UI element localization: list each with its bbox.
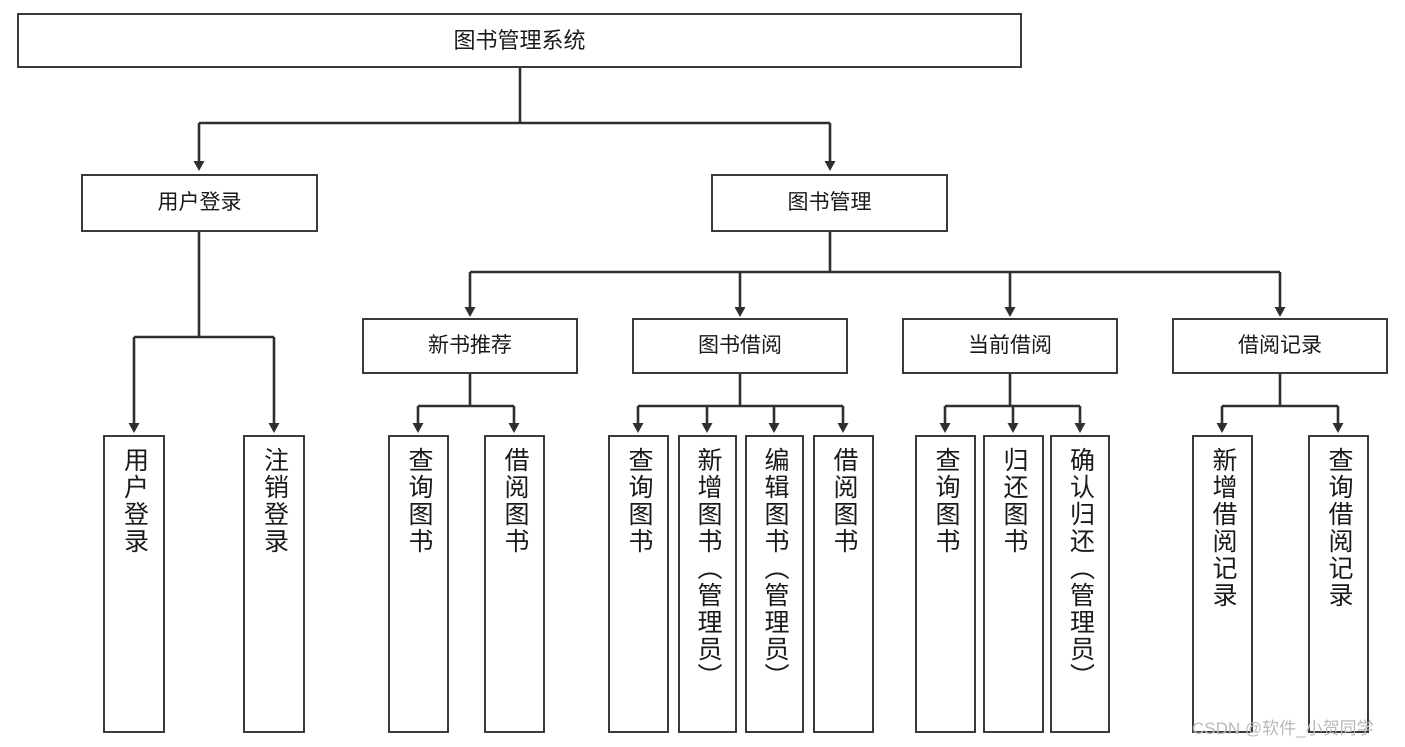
node-label: 图书管理系统	[453, 27, 586, 53]
node-label: 归还图书	[1000, 447, 1028, 555]
csdn-watermark: CSDN @软件_小贺同学	[1192, 719, 1374, 738]
node-new-book-recommend[interactable]: 新书推荐	[362, 318, 578, 374]
node-label: 新增借阅记录	[1209, 447, 1237, 609]
node-book-management[interactable]: 图书管理	[711, 174, 948, 232]
node-label: 借阅记录	[1238, 333, 1322, 357]
leaf-borrow-book-recommend[interactable]: 借阅图书	[484, 435, 545, 733]
node-label: 图书借阅	[698, 333, 782, 357]
leaf-return-book[interactable]: 归还图书	[983, 435, 1044, 733]
leaf-add-borrow-record[interactable]: 新增借阅记录	[1192, 435, 1253, 733]
node-label: 编辑图书（管理员）	[761, 447, 789, 690]
node-label: 查询图书	[405, 447, 433, 555]
node-label: 用户登录	[120, 447, 149, 555]
leaf-query-borrow-record[interactable]: 查询借阅记录	[1308, 435, 1369, 733]
leaf-logout-login[interactable]: 注销登录	[243, 435, 305, 733]
node-label: 借阅图书	[830, 447, 858, 555]
node-label: 注销登录	[260, 447, 289, 555]
node-label: 查询图书	[625, 447, 653, 555]
leaf-confirm-return-admin[interactable]: 确认归还（管理员）	[1050, 435, 1110, 733]
node-book-borrow[interactable]: 图书借阅	[632, 318, 848, 374]
leaf-query-book-borrow[interactable]: 查询图书	[608, 435, 669, 733]
node-label: 新书推荐	[428, 333, 512, 357]
node-label: 查询借阅记录	[1325, 447, 1353, 609]
node-user-login[interactable]: 用户登录	[81, 174, 318, 232]
node-label: 查询图书	[932, 447, 960, 555]
node-label: 确认归还（管理员）	[1066, 447, 1095, 690]
node-current-borrow[interactable]: 当前借阅	[902, 318, 1118, 374]
node-label: 当前借阅	[968, 333, 1052, 357]
leaf-user-login[interactable]: 用户登录	[103, 435, 165, 733]
leaf-borrow-book[interactable]: 借阅图书	[813, 435, 874, 733]
leaf-query-book-current[interactable]: 查询图书	[915, 435, 976, 733]
node-label: 图书管理	[787, 190, 872, 214]
leaf-add-book-admin[interactable]: 新增图书（管理员）	[678, 435, 737, 733]
node-label: 借阅图书	[501, 447, 529, 555]
node-label: 新增图书（管理员）	[694, 447, 722, 690]
leaf-query-book-recommend[interactable]: 查询图书	[388, 435, 449, 733]
node-borrow-record[interactable]: 借阅记录	[1172, 318, 1388, 374]
node-label: 用户登录	[157, 190, 242, 214]
leaf-edit-book-admin[interactable]: 编辑图书（管理员）	[745, 435, 804, 733]
node-root-system[interactable]: 图书管理系统	[17, 13, 1022, 68]
